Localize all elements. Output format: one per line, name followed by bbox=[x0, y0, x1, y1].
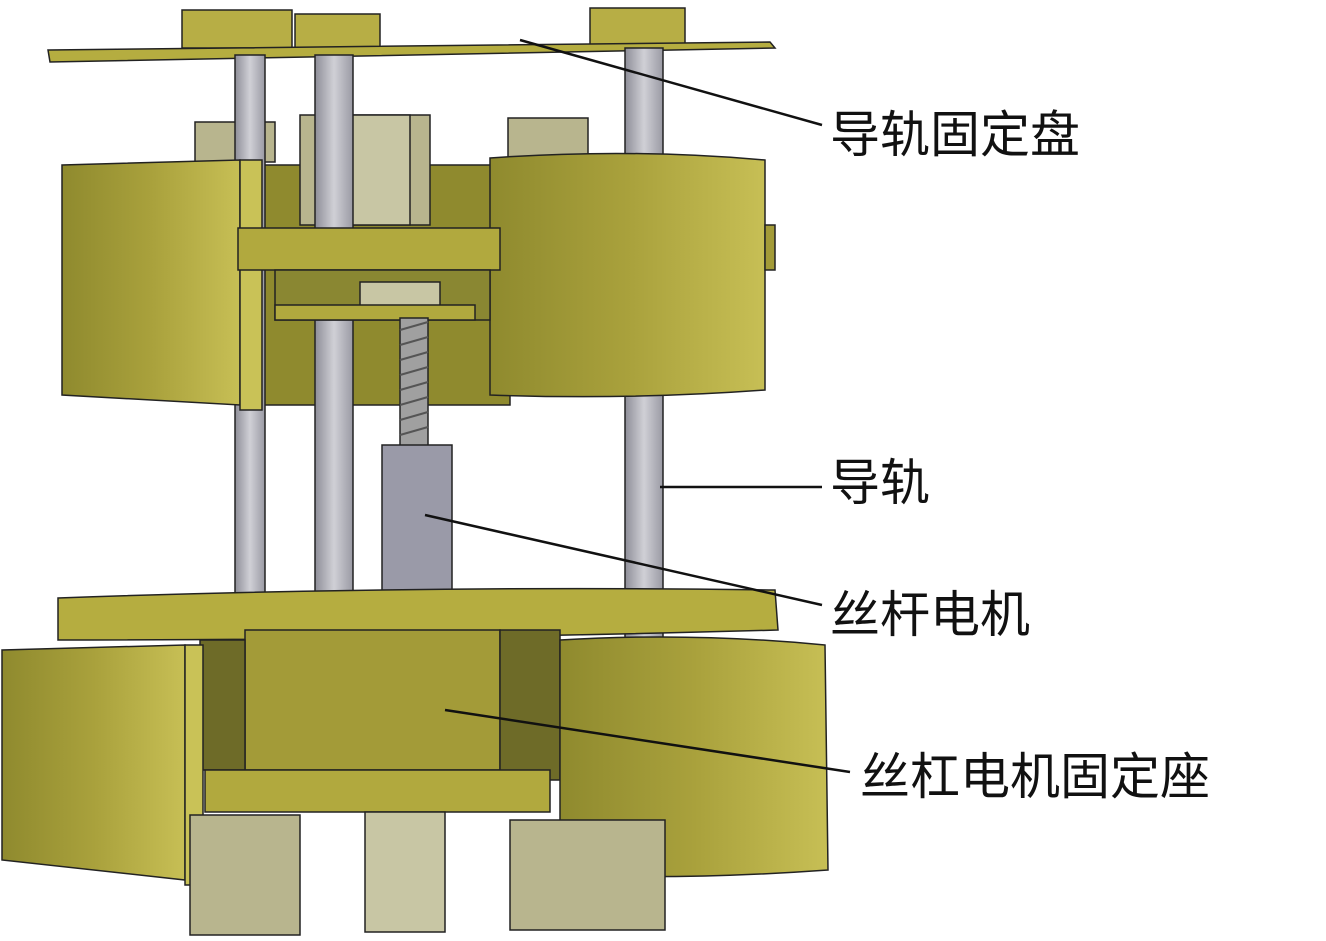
upper-right-cylinder bbox=[489, 152, 766, 398]
leader-line-motor bbox=[424, 513, 823, 607]
top-block-mid bbox=[294, 13, 381, 49]
label-lead-screw-motor: 丝杆电机 bbox=[830, 586, 1030, 644]
label-guide-rail: 导轨 bbox=[830, 454, 930, 512]
guide-rail-plate bbox=[47, 41, 777, 63]
leader-line-mount bbox=[444, 708, 851, 774]
upper-left-cylinder bbox=[61, 159, 241, 406]
upper-bracket bbox=[237, 227, 501, 271]
lower-bracket bbox=[204, 769, 551, 813]
label-guide-rail-plate: 导轨固定盘 bbox=[830, 106, 1080, 164]
top-block-right bbox=[589, 7, 686, 47]
top-block-left bbox=[181, 9, 293, 49]
lower-left-cylinder bbox=[1, 644, 186, 881]
leader-line-plate bbox=[519, 38, 823, 127]
guide-rod bbox=[314, 54, 354, 596]
label-lead-screw-motor-mount: 丝杠电机固定座 bbox=[860, 748, 1210, 806]
